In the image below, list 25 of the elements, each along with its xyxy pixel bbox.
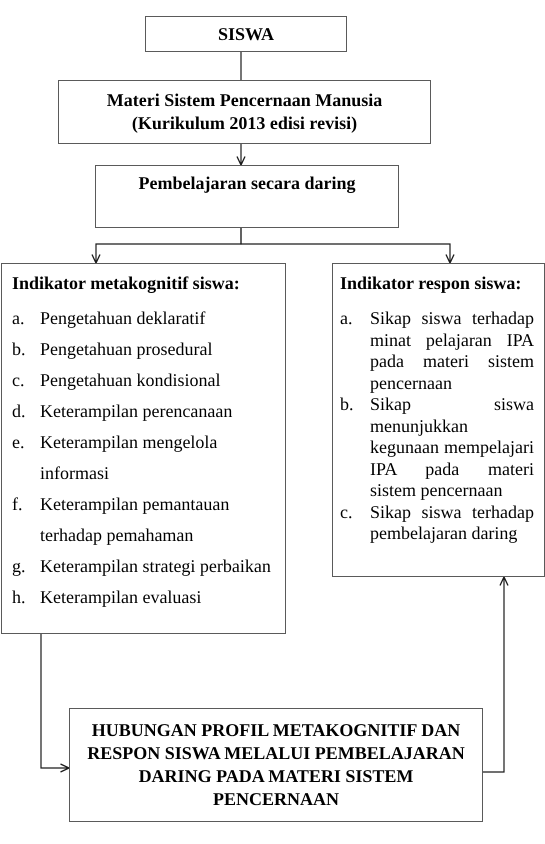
flow-box bbox=[95, 165, 399, 228]
box-title: SISWA bbox=[216, 22, 276, 46]
arrow bbox=[236, 144, 246, 166]
box-title: Pembelajaran secara daring bbox=[138, 172, 356, 195]
list-item: c. Pengetahuan kondisional bbox=[12, 369, 222, 392]
result-box bbox=[69, 708, 483, 822]
list-item: h. Keterampilan evaluasi bbox=[12, 586, 202, 609]
list-item: d. Keterampilan perencanaan bbox=[12, 400, 234, 423]
box-title: (Kurikulum 2013 edisi revisi) bbox=[130, 112, 358, 135]
arrow bbox=[483, 576, 509, 773]
flow-box bbox=[145, 16, 347, 52]
box-title: Materi Sistem Pencernaan Manusia bbox=[106, 89, 384, 112]
indicator-box bbox=[332, 263, 545, 577]
arrow bbox=[240, 228, 455, 264]
box-title: HUBUNGAN PROFIL METAKOGNITIF DAN RESPON SISWA MELALUI PEMBELAJARAN DARING PADA MATERI SISTEM PENCERNAAN bbox=[86, 719, 466, 811]
box-title: Indikator metakognitif siswa: bbox=[12, 272, 241, 295]
box-title: Indikator respon siswa: bbox=[340, 272, 522, 295]
arrow bbox=[40, 634, 70, 773]
connector-line bbox=[240, 52, 242, 80]
list-item: a. Pengetahuan deklaratif bbox=[12, 307, 206, 330]
indicator-box bbox=[1, 263, 286, 634]
flow-box bbox=[58, 80, 431, 144]
list-item: g. Keterampilan strategi perbaikan bbox=[12, 555, 272, 578]
list-item: b. Pengetahuan prosedural bbox=[12, 338, 214, 361]
list-item: c. Sikap siswa terhadap pembelajaran daring bbox=[340, 502, 534, 544]
